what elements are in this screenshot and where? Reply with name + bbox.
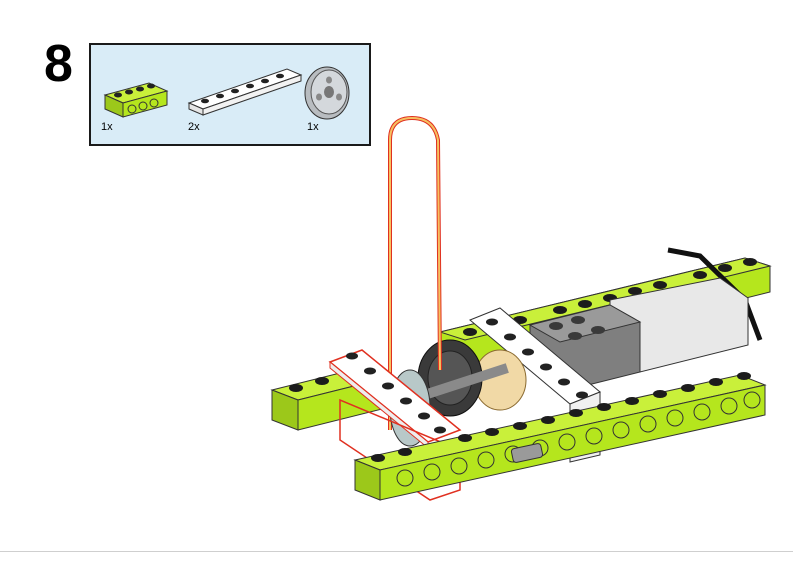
- pulley-quantity: 1x: [307, 121, 319, 133]
- back-lime-beam: [438, 257, 772, 369]
- front-lime-beam: [353, 374, 767, 501]
- plate-quantity: 2x: [188, 121, 200, 133]
- back-beam-studs: [463, 258, 757, 336]
- motor-cable: [667, 247, 763, 341]
- white-plate-icon: [187, 68, 303, 116]
- rubber-band: [388, 115, 442, 430]
- front-beam-holes: [396, 391, 761, 487]
- step-number: 8: [44, 35, 73, 93]
- motor: [528, 277, 749, 393]
- parts-icons: [103, 66, 350, 120]
- axle-peg: [510, 443, 544, 463]
- lime-beam-icon: [103, 82, 169, 118]
- parts-list-panel: 1x 2x 1x: [89, 43, 371, 146]
- left-lime-beam: [270, 367, 388, 431]
- beam-quantity: 1x: [101, 121, 113, 133]
- rubber-band-inner: [389, 116, 441, 430]
- front-beam-studs: [371, 372, 751, 462]
- middle-white-plate: [469, 307, 601, 463]
- front-new-white-plate: [328, 349, 462, 501]
- pulley-wheel: [389, 369, 431, 447]
- pulley-wheel-icon: [304, 66, 350, 120]
- bottom-divider: [0, 551, 793, 552]
- gears: [401, 339, 527, 417]
